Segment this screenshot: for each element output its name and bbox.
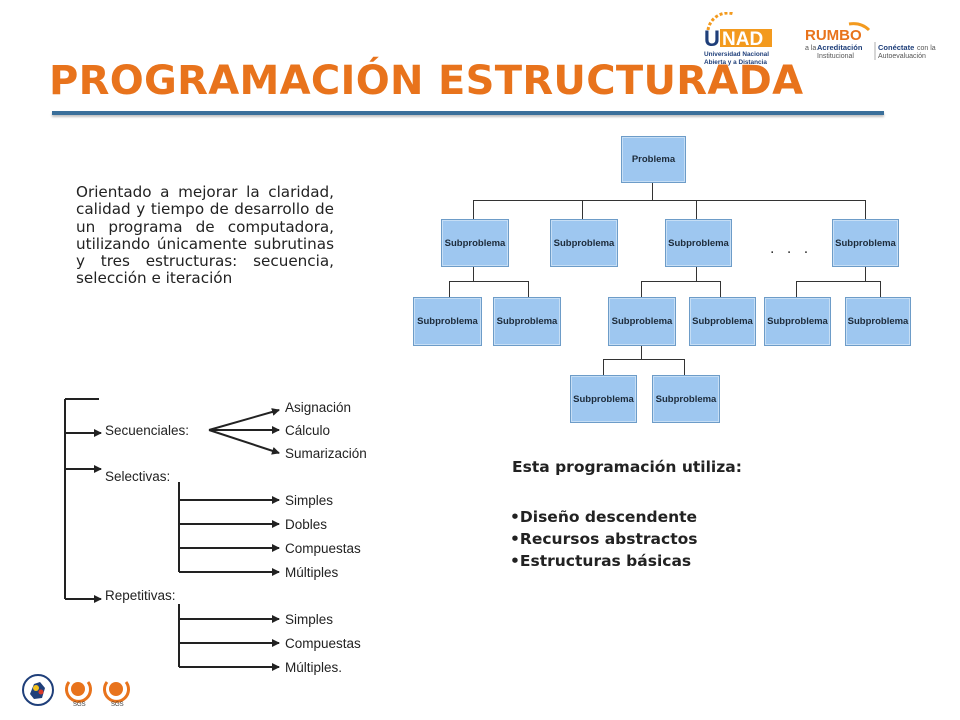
structures-diagram: Secuenciales: Asignación Cálculo Sumariz… (49, 385, 375, 685)
slide-title: PROGRAMACIÓN ESTRUCTURADA (49, 58, 804, 104)
tree-node: Subproblema (608, 297, 676, 346)
tree-node: Subproblema (652, 375, 720, 423)
svg-text:Autoevaluación: Autoevaluación (878, 53, 926, 60)
intro-paragraph: Orientado a mejorar la claridad, calidad… (76, 183, 334, 288)
sel-item: Compuestas (285, 541, 361, 556)
tree-node: Subproblema (570, 375, 637, 423)
sel-item: Múltiples (285, 565, 339, 580)
seq-item: Cálculo (285, 423, 331, 438)
seq-item: Asignación (285, 400, 352, 415)
rep-item: Múltiples. (285, 660, 343, 675)
svg-text:U: U (704, 26, 720, 51)
sel-item: Simples (285, 493, 334, 508)
rumbo-word: RUMBO (805, 27, 862, 44)
rep-item: Compuestas (285, 636, 361, 651)
rumbo-logo: RUMBO a la Acreditación Institucional Co… (805, 22, 950, 69)
uses-heading: Esta programación utiliza: (512, 458, 742, 476)
tree-node: Subproblema (665, 219, 732, 267)
tree-node: Subproblema (441, 219, 509, 267)
tree-node: Subproblema (689, 297, 756, 346)
rep-item: Simples (285, 612, 334, 627)
uses-item: •Recursos abstractos (510, 530, 698, 548)
uses-item: •Estructuras básicas (510, 552, 692, 570)
label-repetitivas: Repetitivas: (105, 588, 176, 603)
svg-text:con la: con la (917, 45, 936, 52)
svg-text:SGS: SGS (73, 702, 86, 708)
tree-node: Subproblema (550, 219, 618, 267)
sel-item: Dobles (285, 517, 328, 532)
unad-sub2: Abierta y a Distancia (704, 59, 767, 66)
tree-ellipsis: . . . (770, 240, 813, 257)
unad-logo: U NAD Universidad Nacional Abierta y a D… (700, 11, 780, 79)
certification-badge-icon: SGS (60, 674, 96, 713)
label-selectivas: Selectivas: (105, 469, 171, 484)
colombia-emblem-icon (20, 672, 56, 713)
tree-node: Subproblema (845, 297, 911, 346)
unad-sub1: Universidad Nacional (704, 51, 769, 58)
tree-node-root: Problema (621, 136, 686, 183)
title-underline (52, 111, 884, 115)
label-secuenciales: Secuenciales: (105, 423, 190, 438)
tree-node: Subproblema (413, 297, 482, 346)
tree-node: Subproblema (832, 219, 899, 267)
svg-text:Institucional: Institucional (817, 53, 854, 60)
tree-node: Subproblema (764, 297, 831, 346)
svg-text:SGS: SGS (111, 702, 124, 708)
seq-item: Sumarización (285, 446, 367, 461)
uses-list: •Diseño descendente •Recursos abstractos… (510, 506, 697, 572)
uses-item: •Diseño descendente (510, 508, 698, 526)
svg-text:Acreditación: Acreditación (817, 43, 863, 52)
tree-node: Subproblema (493, 297, 561, 346)
svg-text:Conéctate: Conéctate (878, 43, 914, 52)
svg-text:a la: a la (805, 45, 816, 52)
svg-text:NAD: NAD (722, 29, 763, 50)
certification-badge-icon: SGS (98, 674, 134, 713)
